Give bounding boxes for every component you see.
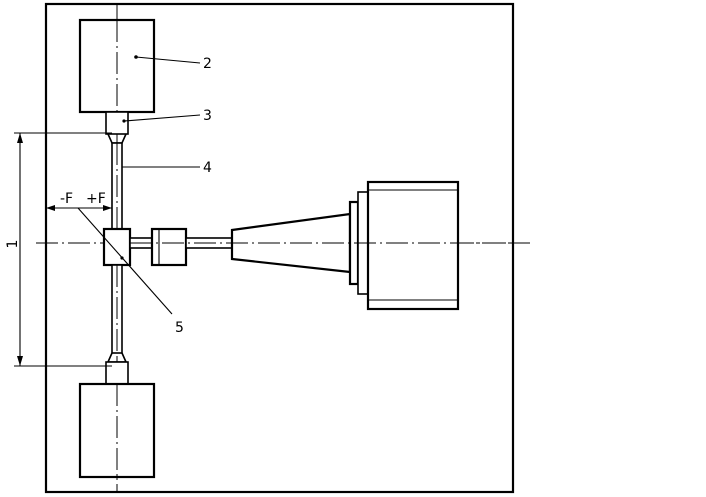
motor-body: [366, 180, 460, 311]
dim1-arrow-top: [17, 133, 23, 143]
label-4: 4: [203, 160, 212, 176]
label-minus-f: -F: [60, 191, 73, 207]
dim1-arrow-bottom: [17, 356, 23, 366]
shaft-coupling: [150, 227, 188, 267]
label-1: 1: [5, 240, 21, 249]
label-3: 3: [203, 108, 212, 124]
bottom-coupling: [105, 361, 129, 385]
label-plus-f: +F: [86, 191, 106, 207]
label-2: 2: [203, 56, 212, 72]
force-arrow-right: [103, 205, 112, 211]
leader-5: [77, 207, 173, 315]
force-arrow-left: [46, 205, 55, 211]
leader-3: [123, 114, 201, 122]
label-5: 5: [175, 320, 184, 336]
leader-2: [135, 56, 201, 64]
top-coupling: [105, 111, 129, 135]
base-frame: [44, 2, 515, 494]
central-junction: [102, 227, 132, 267]
